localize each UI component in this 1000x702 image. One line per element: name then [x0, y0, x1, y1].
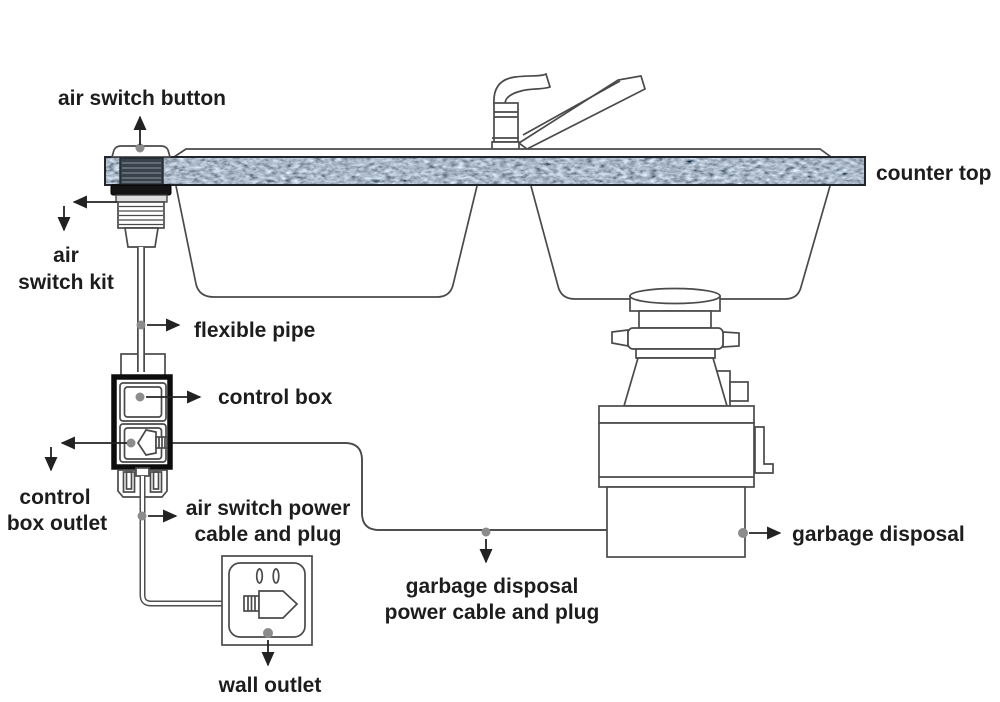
- faucet-handle-line: [522, 80, 621, 136]
- air-switch-washer: [115, 194, 168, 203]
- label-air-switch-button: air switch button: [58, 87, 226, 110]
- sink-left-bowl: [175, 185, 478, 298]
- wall-outlet-plug: [258, 590, 299, 619]
- disposal-bracket: [754, 426, 774, 474]
- control-box: [111, 374, 173, 498]
- wall-outlet-slot-right: [272, 568, 280, 584]
- disposal-taper: [622, 357, 729, 407]
- control-box-cable-gland: [135, 467, 150, 477]
- label-air-switch-power-line2: cable and plug: [194, 523, 341, 546]
- air-switch-shaft-threads: [122, 162, 161, 183]
- faucet-body-rings: [492, 111, 519, 143]
- disposal-mount-tab-right: [722, 331, 740, 348]
- disposal-lower-body: [606, 486, 746, 558]
- dot-air-switch-button: [135, 143, 145, 153]
- dot-air-switch-power: [137, 511, 147, 521]
- label-control-box-outlet-line1: control: [19, 486, 90, 509]
- dot-disposal-power: [481, 527, 491, 537]
- disposal-power-cable: [167, 442, 607, 531]
- label-air-switch-power-line1: air switch power: [186, 497, 351, 520]
- label-control-box: control box: [218, 386, 333, 409]
- disposal-mount-ring: [627, 327, 724, 350]
- label-wall-outlet: wall outlet: [218, 674, 322, 697]
- disposal-upper-flange: [598, 405, 755, 424]
- dot-control-box: [135, 392, 145, 402]
- label-counter-top: counter top: [876, 162, 992, 185]
- label-flexible-pipe: flexible pipe: [194, 319, 315, 342]
- indicator-dots: [126, 143, 748, 638]
- control-box-plug-connector-stripes: [158, 437, 166, 448]
- garbage-disposal: [598, 287, 774, 558]
- disposal-band: [635, 348, 716, 359]
- air-switch-shaft: [119, 157, 164, 186]
- label-air-switch-kit-line1: air: [53, 244, 79, 267]
- dot-control-box-outlet: [126, 438, 136, 448]
- air-switch-nut: [110, 184, 172, 196]
- counter-top-slab: [104, 156, 866, 186]
- label-air-switch-kit-line2: switch kit: [18, 271, 114, 294]
- wall-outlet-plug-connector-stripes: [247, 596, 256, 611]
- disposal-connector-box: [729, 381, 749, 402]
- control-box-leg-left-slot: [125, 471, 133, 490]
- counter-top-border: [104, 156, 866, 186]
- labels: air switch button counter top air switch…: [7, 87, 992, 697]
- air-switch-lower-nut: [124, 227, 159, 248]
- disposal-neck: [638, 310, 712, 329]
- label-disposal-power-line2: power cable and plug: [385, 601, 600, 624]
- faucet-spout: [493, 72, 552, 105]
- air-switch-power-cable: [139, 476, 246, 607]
- control-box-leg-right-slot: [152, 471, 160, 490]
- label-disposal-power-line1: garbage disposal: [406, 575, 579, 598]
- faucet: [491, 72, 647, 151]
- dot-garbage-disposal: [738, 528, 748, 538]
- wall-outlet-slot-left: [255, 568, 264, 584]
- label-garbage-disposal: garbage disposal: [792, 523, 965, 546]
- sink-rim: [171, 148, 834, 158]
- sink-right-bowl: [530, 185, 831, 300]
- control-box-top-compartment: [119, 382, 167, 422]
- drain-flange-top: [629, 287, 721, 305]
- leader-arrows: [44, 115, 782, 667]
- air-switch-thread-lines: [119, 205, 163, 226]
- counter-top-granite-texture: [105, 157, 865, 185]
- disposal-mount-tab-left: [611, 329, 629, 348]
- dot-wall-outlet: [263, 628, 273, 638]
- air-switch-assembly: [110, 145, 172, 248]
- dot-flexible-pipe: [136, 320, 146, 330]
- control-box-top-inner: [123, 386, 163, 418]
- label-control-box-outlet-line2: box outlet: [7, 512, 107, 535]
- wall-outlet: [221, 555, 313, 646]
